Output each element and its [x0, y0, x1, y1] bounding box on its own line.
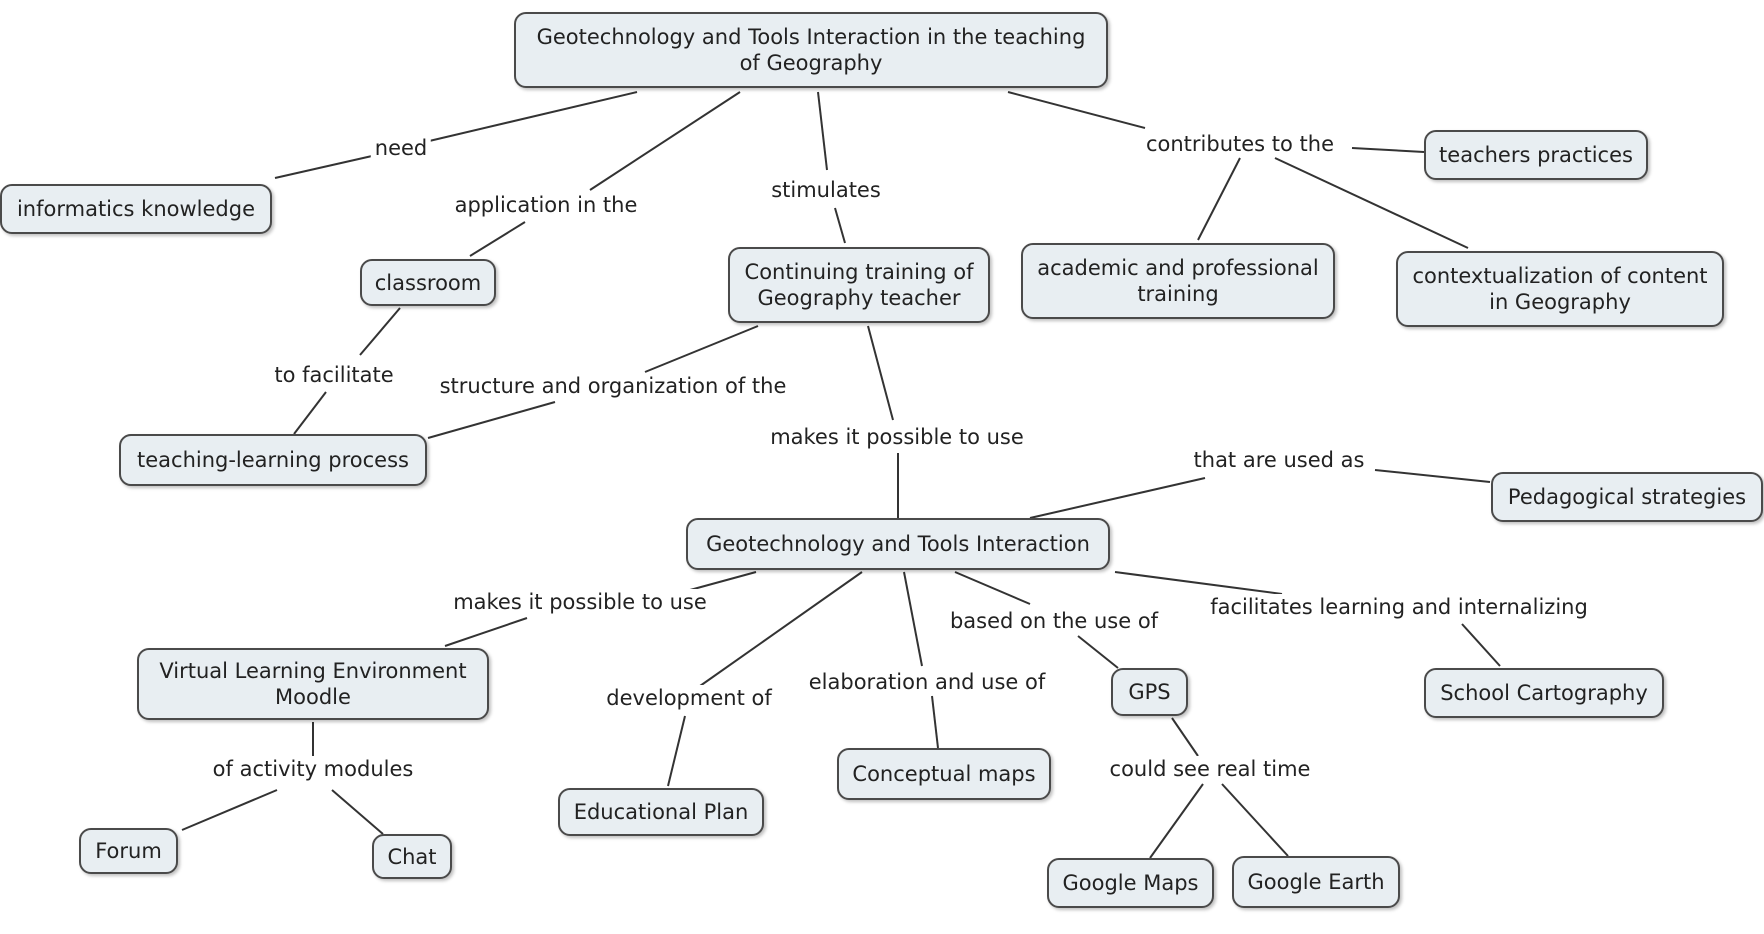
node-educational-plan[interactable]: Educational Plan: [558, 788, 764, 836]
link-development-of: development of: [602, 685, 776, 711]
link-contributes-to-the: contributes to the: [1141, 131, 1339, 157]
link-to-facilitate: to facilitate: [270, 362, 398, 388]
node-geotech-tools[interactable]: Geotechnology and Tools Interaction: [686, 518, 1110, 570]
link-real-time: could see real time: [1105, 756, 1315, 782]
link-facilitates-learning: facilitates learning and internalizing: [1206, 594, 1592, 620]
node-academic-training[interactable]: academic and professional training: [1021, 243, 1335, 319]
link-stimulates: stimulates: [767, 177, 885, 203]
link-need: need: [370, 135, 432, 161]
node-moodle[interactable]: Virtual Learning Environment Moodle: [137, 648, 489, 720]
node-root[interactable]: Geotechnology and Tools Interaction in t…: [514, 12, 1108, 88]
link-makes-possible-2: makes it possible to use: [449, 589, 711, 615]
link-activity-modules: of activity modules: [208, 756, 418, 782]
node-chat[interactable]: Chat: [372, 834, 452, 879]
node-forum[interactable]: Forum: [79, 828, 178, 874]
node-contextualization[interactable]: contextualization of content in Geograph…: [1396, 251, 1724, 327]
node-teaching-learning[interactable]: teaching-learning process: [119, 434, 427, 486]
link-structure-organization: structure and organization of the: [435, 373, 791, 399]
node-teachers-practices[interactable]: teachers practices: [1424, 130, 1648, 180]
link-makes-possible-1: makes it possible to use: [766, 424, 1028, 450]
node-google-earth[interactable]: Google Earth: [1232, 856, 1400, 908]
link-used-as: that are used as: [1189, 447, 1369, 473]
link-application-in-the: application in the: [450, 192, 642, 218]
node-classroom[interactable]: classroom: [360, 259, 496, 306]
link-based-on-use: based on the use of: [945, 608, 1163, 634]
node-pedagogical-strategies[interactable]: Pedagogical strategies: [1491, 472, 1763, 522]
node-google-maps[interactable]: Google Maps: [1047, 858, 1214, 908]
link-elaboration-use: elaboration and use of: [804, 669, 1050, 695]
node-conceptual-maps[interactable]: Conceptual maps: [837, 748, 1051, 800]
node-school-cartography[interactable]: School Cartography: [1424, 668, 1664, 718]
node-continuing-training[interactable]: Continuing training of Geography teacher: [728, 247, 990, 323]
node-gps[interactable]: GPS: [1111, 668, 1188, 716]
node-informatics-knowledge[interactable]: informatics knowledge: [0, 184, 272, 234]
